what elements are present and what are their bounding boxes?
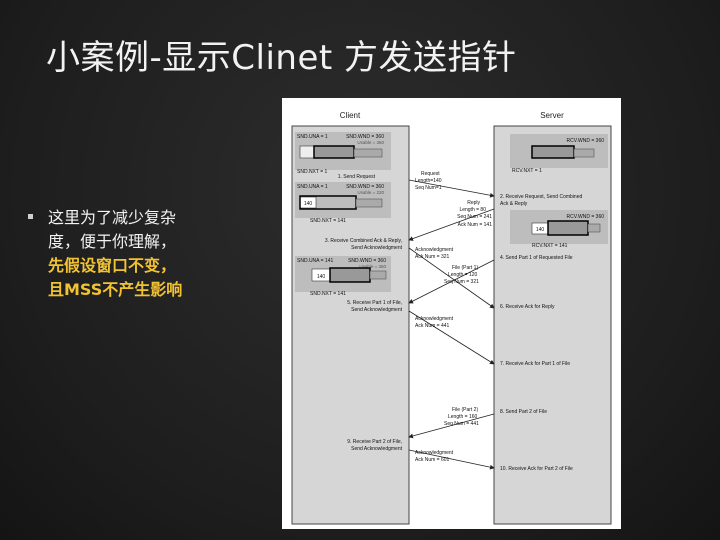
rcv-wnd-label: RCV.WND = 360	[567, 138, 605, 144]
client-step-label: Send Acknowledgment	[351, 307, 402, 313]
client-step-label: 1. Send Request	[338, 174, 376, 180]
bullet-line-highlighted: 先假设窗口不变，	[48, 256, 177, 275]
message-label: Length = 160	[448, 414, 478, 420]
sent-bytes-label: 140	[317, 274, 326, 280]
client-step-label: 9. Receive Part 2 of File,	[347, 439, 402, 445]
snd-wnd-label: SND.WND = 360	[346, 184, 384, 190]
message-arrow	[408, 413, 495, 439]
client-step-label: 3. Receive Combined Ack & Reply,	[325, 238, 402, 244]
snd-wnd-label: SND.WND = 360	[348, 258, 386, 264]
message-label: Ack Num = 321	[415, 254, 450, 260]
message-arrow	[408, 208, 495, 241]
message-label: Seq Num = 321	[444, 279, 479, 285]
message-label: Seq Num = 441	[444, 421, 479, 427]
server-receive-window: RCV.WND = 360 140 RCV.NXT = 141	[510, 210, 608, 249]
client-step-label: 5. Receive Part 1 of File,	[347, 300, 402, 306]
message-arrow	[408, 259, 495, 304]
snd-nxt-label: SND.NXT = 141	[310, 218, 346, 224]
server-header: Server	[540, 111, 564, 120]
rcv-nxt-label: RCV.NXT = 1	[512, 168, 542, 174]
snd-nxt-label: SND.NXT = 1	[297, 169, 328, 175]
message-label: Seq Num = 241	[457, 214, 492, 220]
message-label: Length = 80	[459, 207, 486, 213]
message-arrow	[408, 179, 495, 198]
snd-nxt-label: SND.NXT = 141	[310, 291, 346, 297]
server-step-label: 6. Receive Ack for Reply	[500, 304, 555, 310]
message-label: Length = 120	[448, 272, 478, 278]
bullet-line-highlighted: 且MSS不产生影响	[48, 280, 183, 299]
message-label: Ack Num = 141	[458, 222, 493, 228]
message-label: File (Part 2)	[452, 407, 478, 413]
message-label: File (Part 1)	[452, 265, 478, 271]
slide-title: 小案例-显示Clinet 方发送指针	[46, 38, 517, 78]
client-send-window: SND.UNA = 1 SND.WND = 360 Usable = 360 S…	[295, 132, 391, 175]
diagram-svg: Client Server SND.UNA = 1 SND.WND = 360 …	[291, 111, 612, 525]
snd-wnd-label: SND.WND = 360	[346, 134, 384, 140]
tcp-sequence-diagram: Client Server SND.UNA = 1 SND.WND = 360 …	[282, 98, 621, 529]
server-lifeline	[493, 125, 612, 525]
message-label: Request	[421, 171, 440, 177]
client-send-window: SND.UNA = 141 SND.WND = 360 Usable = 360…	[295, 256, 391, 297]
bullet-line: 这里为了减少复杂	[48, 208, 177, 227]
rcv-nxt-label: RCV.NXT = 141	[532, 243, 568, 249]
usable-label: Usable = 220	[357, 190, 384, 195]
bullet-line: 度，便于你理解，	[48, 232, 177, 251]
bullet-marker	[28, 214, 33, 219]
client-send-window: SND.UNA = 1 SND.WND = 360 Usable = 220 1…	[295, 182, 391, 224]
server-step-label: 7. Receive Ack for Part 1 of File	[500, 361, 570, 367]
message-label: Reply	[467, 200, 480, 206]
sent-bytes-label: 140	[304, 201, 313, 207]
snd-una-label: SND.UNA = 1	[297, 184, 328, 190]
usable-label: Usable = 360	[359, 264, 386, 269]
message-label: Seq Num=1	[415, 185, 442, 191]
server-receive-window: RCV.WND = 360 RCV.NXT = 1	[510, 134, 608, 174]
client-step-label: Send Acknowledgment	[351, 245, 402, 251]
snd-una-label: SND.UNA = 141	[297, 258, 333, 264]
message-label: Length=140	[415, 178, 442, 184]
bullet-text: 这里为了减少复杂 度，便于你理解， 先假设窗口不变， 且MSS不产生影响	[48, 206, 268, 302]
client-step-label: Send Acknowledgment	[351, 446, 402, 452]
received-bytes-label: 140	[536, 227, 545, 233]
server-step-label: Ack & Reply	[500, 201, 528, 207]
snd-una-label: SND.UNA = 1	[297, 134, 328, 140]
message-label: Acknowledgment	[415, 450, 454, 456]
message-arrow	[408, 247, 495, 309]
message-arrow	[408, 310, 495, 365]
message-label: Acknowledgment	[415, 247, 454, 253]
server-step-label: 4. Send Part 1 of Requested File	[500, 255, 573, 261]
server-step-label: 2. Receive Request, Send Combined	[500, 194, 582, 200]
server-step-label: 10. Receive Ack for Part 2 of File	[500, 466, 573, 472]
message-label: Ack Num = 441	[415, 323, 450, 329]
client-header: Client	[340, 111, 361, 120]
rcv-wnd-label: RCV.WND = 360	[567, 214, 605, 220]
message-label: Acknowledgment	[415, 316, 454, 322]
usable-label: Usable = 360	[357, 140, 384, 145]
message-label: Ack Num = 601	[415, 457, 450, 463]
bullet-point: 这里为了减少复杂 度，便于你理解， 先假设窗口不变， 且MSS不产生影响	[28, 206, 268, 302]
server-step-label: 8. Send Part 2 of File	[500, 409, 547, 415]
message-arrow	[408, 449, 495, 470]
